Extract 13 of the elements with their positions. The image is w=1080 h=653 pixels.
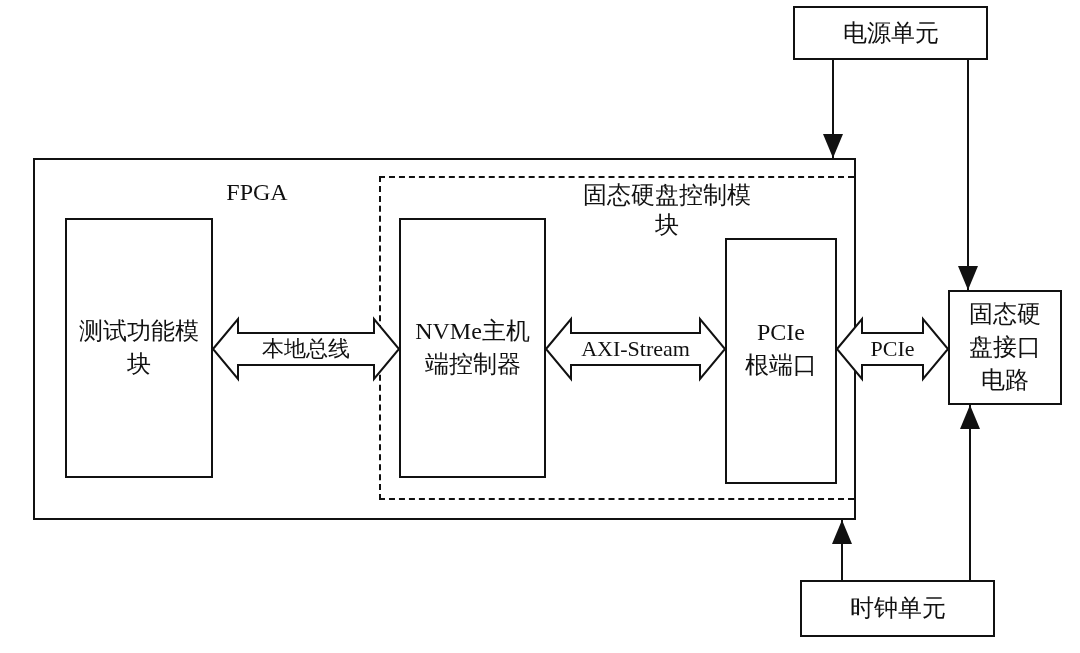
box-title: FPGA bbox=[225, 178, 289, 207]
module-box: PCIe 根端口 bbox=[725, 238, 837, 484]
arrow bbox=[823, 59, 843, 159]
module-box: NVMe主机端控制器 bbox=[399, 218, 546, 478]
module-box: 固态硬盘接口电路 bbox=[948, 290, 1062, 405]
arrow bbox=[832, 519, 852, 581]
edge-label: 本地总线 bbox=[260, 337, 352, 361]
unit-box: 时钟单元 bbox=[800, 580, 995, 637]
arrow bbox=[958, 59, 978, 291]
module-box: 测试功能模块 bbox=[65, 218, 213, 478]
box-title: 固态硬盘控制模块 bbox=[582, 181, 752, 240]
unit-box: 电源单元 bbox=[793, 6, 988, 60]
arrow bbox=[960, 404, 980, 581]
